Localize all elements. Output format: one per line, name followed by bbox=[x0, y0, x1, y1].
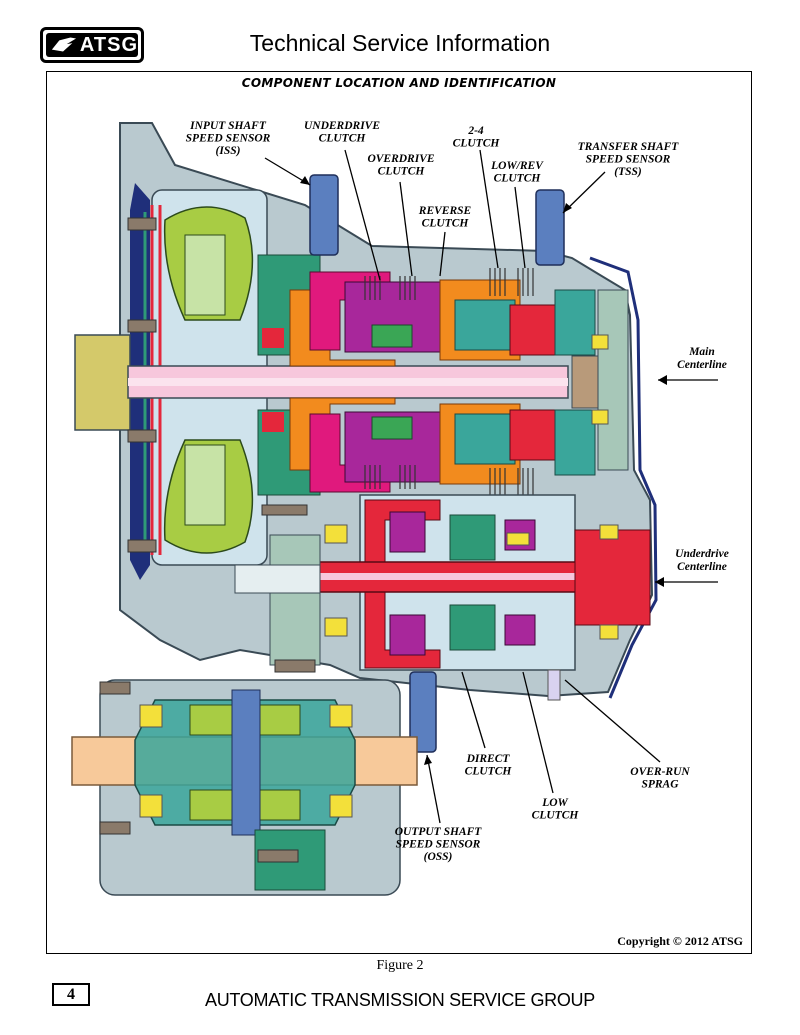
bolts bbox=[99, 217, 316, 863]
converter-turbine-upper bbox=[184, 234, 226, 316]
figure-caption: Figure 2 bbox=[376, 958, 424, 973]
planetary-carrier-lower bbox=[454, 413, 516, 465]
diagram-title: COMPONENT LOCATION AND IDENTIFICATION bbox=[241, 76, 557, 90]
differential-cross-shaft bbox=[231, 689, 261, 836]
underdrive-bearing-lower bbox=[599, 624, 619, 640]
transfer-gear-upper bbox=[554, 289, 596, 356]
transfer-bearing-upper bbox=[324, 524, 348, 544]
leader-arrowheads bbox=[300, 176, 667, 765]
rear-planetary-upper bbox=[509, 304, 556, 356]
logo-text: ATSG bbox=[79, 33, 138, 56]
underdrive-planetary-lower bbox=[449, 604, 496, 651]
leader-lines bbox=[264, 149, 718, 824]
return-spring-upper bbox=[371, 324, 413, 348]
transfer-shaft-speed-sensor bbox=[535, 189, 565, 266]
page-number: 4 bbox=[52, 983, 90, 1006]
planetary-carrier-upper bbox=[454, 299, 516, 351]
rear-planetary-lower bbox=[509, 409, 556, 461]
rear-bearing-lower bbox=[591, 409, 609, 425]
clutch-plates-low-rev bbox=[517, 268, 534, 496]
underdrive-red-drum bbox=[364, 499, 441, 669]
rear-support bbox=[597, 289, 629, 471]
output-shaft-speed-sensor bbox=[409, 671, 437, 753]
footer-company: AUTOMATIC TRANSMISSION SERVICE GROUP bbox=[205, 990, 595, 1010]
underdrive-shaft-core bbox=[320, 573, 640, 580]
clutch-plates-underdrive bbox=[364, 276, 381, 489]
sun-gear-lower bbox=[504, 614, 536, 646]
case-outer-rim bbox=[589, 256, 658, 699]
differential-bearings bbox=[139, 704, 353, 818]
direct-clutch-hub-lower bbox=[389, 614, 426, 656]
input-hub bbox=[74, 334, 131, 431]
pump-gear bbox=[262, 328, 284, 348]
transfer-gear-lower bbox=[554, 409, 596, 476]
over-run-sprag bbox=[547, 669, 561, 701]
header-title: Technical Service Information bbox=[249, 30, 551, 56]
input-shaft-speed-sensor bbox=[309, 174, 339, 256]
direct-clutch-hub-upper bbox=[389, 511, 426, 553]
converter-turbine-lower bbox=[184, 444, 226, 526]
underdrive-bearing-upper bbox=[599, 524, 619, 540]
transfer-shaft bbox=[234, 564, 321, 594]
clutch-plates-2-4 bbox=[489, 268, 506, 496]
car-silhouette-icon bbox=[51, 37, 77, 52]
transfer-idler-gear bbox=[269, 534, 321, 666]
rear-bearing-upper bbox=[591, 334, 609, 350]
underdrive-planetary-upper bbox=[449, 514, 496, 561]
input-shaft-center bbox=[128, 378, 568, 386]
output-gear-flange bbox=[574, 529, 651, 626]
return-spring-lower bbox=[371, 416, 413, 440]
pump-gear-lower bbox=[262, 412, 284, 432]
clutch-plates-overdrive bbox=[399, 276, 416, 489]
copyright: Copyright © 2012 ATSG bbox=[617, 934, 743, 948]
transfer-bearing-lower bbox=[324, 617, 348, 637]
atsg-logo: ATSG bbox=[40, 27, 144, 63]
sprag-block-upper bbox=[506, 532, 530, 546]
diagram-frame: COMPONENT LOCATION AND IDENTIFICATION Co… bbox=[46, 71, 752, 954]
